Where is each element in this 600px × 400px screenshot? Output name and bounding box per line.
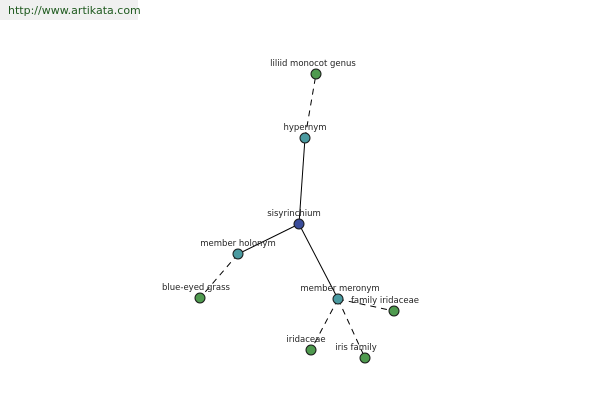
node-circle xyxy=(299,132,311,144)
node-blue-eyed-grass[interactable]: blue-eyed grass xyxy=(162,283,231,304)
node-circle xyxy=(293,218,305,230)
edge-sisyrinchium-hypernym xyxy=(298,137,306,225)
edge-meronym-iridaceae xyxy=(310,298,339,351)
node-circle xyxy=(310,68,322,80)
node-liliid-monocot-genus[interactable]: liliid monocot genus xyxy=(270,59,356,80)
node-iris-family[interactable]: iris family xyxy=(335,343,377,364)
node-label: member holonym xyxy=(200,239,275,249)
edge-sisyrinchium-meronym xyxy=(298,223,339,300)
node-label: member meronym xyxy=(300,284,379,294)
node-circle xyxy=(305,344,317,356)
edge-holonym-blue-eyed-grass xyxy=(199,253,239,299)
node-label: liliid monocot genus xyxy=(270,59,356,69)
edge-meronym-family-iridaceae xyxy=(337,298,395,312)
node-label: blue-eyed grass xyxy=(162,283,231,293)
edge-sisyrinchium-holonym xyxy=(237,223,300,255)
node-label: iris family xyxy=(335,343,377,353)
node-label: hypernym xyxy=(283,123,326,133)
node-circle xyxy=(359,352,371,364)
node-circle xyxy=(194,292,206,304)
node-circle xyxy=(332,293,344,305)
node-iridaceae[interactable]: iridaceae xyxy=(286,335,326,356)
node-sisyrinchium[interactable]: sisyrinchium xyxy=(267,209,321,230)
node-member-holonym[interactable]: member holonym xyxy=(200,239,276,260)
node-family-iridaceae[interactable]: family iridaceae xyxy=(351,296,419,317)
node-label: family iridaceae xyxy=(351,296,419,306)
node-label: iridaceae xyxy=(286,335,325,345)
node-circle xyxy=(388,305,400,317)
node-member-meronym[interactable]: member meronym xyxy=(300,284,380,305)
node-hypernym[interactable]: hypernym xyxy=(283,123,327,144)
node-circle xyxy=(232,248,244,260)
watermark-url: http://www.artikata.com xyxy=(0,0,141,20)
node-label: sisyrinchium xyxy=(267,209,321,219)
